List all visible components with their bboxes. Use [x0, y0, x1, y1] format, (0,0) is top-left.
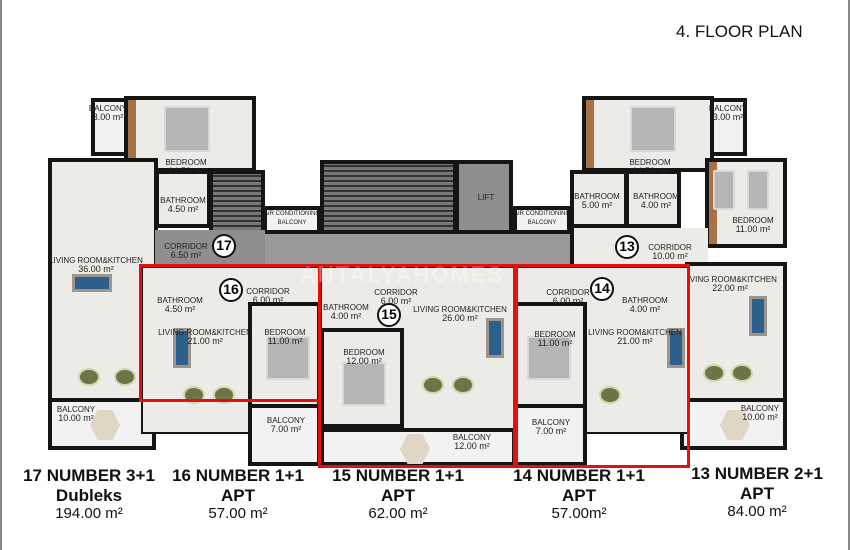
unit13-balcony-small [710, 98, 747, 156]
unit13-bedroom-master [582, 96, 714, 172]
ac-balcony-right [513, 206, 571, 234]
right-frame-line [848, 0, 850, 550]
unit13-bathroom-1 [570, 170, 628, 228]
ac-balcony-left-label: AIR CONDITIONING BALCONY [264, 211, 321, 226]
unit16-bedroom [248, 302, 321, 408]
unit-number-badge: 16 [219, 278, 243, 302]
ac-balcony-left [263, 206, 321, 234]
unit13-corridor [570, 228, 708, 266]
lift [455, 160, 513, 234]
unit17-balcony-small [91, 98, 128, 156]
unit-number-badge: 13 [615, 235, 639, 259]
page-title: 4. FLOOR PLAN [676, 22, 803, 41]
lift-label: LIFT [477, 193, 495, 202]
left-frame-line [0, 0, 2, 550]
unit-number-badge: 17 [212, 234, 236, 258]
unit13-living-room [685, 262, 787, 402]
unit15-balcony [320, 428, 516, 466]
ac-balcony-right-label: AIR CONDITIONING BALCONY [514, 211, 571, 226]
unit13-bedroom-2 [705, 158, 787, 248]
watermark: ANTALYAHOMES [300, 262, 505, 287]
unit-number-badge: 14 [590, 277, 614, 301]
stairwell [320, 160, 457, 234]
unit-number-badge: 15 [377, 303, 401, 327]
unit14-balcony [513, 404, 587, 466]
unit15-bedroom [320, 328, 404, 428]
unit13-balcony-large [680, 398, 787, 450]
common-hall [262, 232, 574, 266]
unit13-bathroom-2 [625, 170, 681, 228]
unit17-corridor [155, 230, 265, 264]
unit14-bedroom [513, 302, 587, 408]
unit14-boundary [513, 264, 690, 468]
unit17-stairs [209, 170, 265, 234]
unit16-balcony [248, 404, 321, 466]
